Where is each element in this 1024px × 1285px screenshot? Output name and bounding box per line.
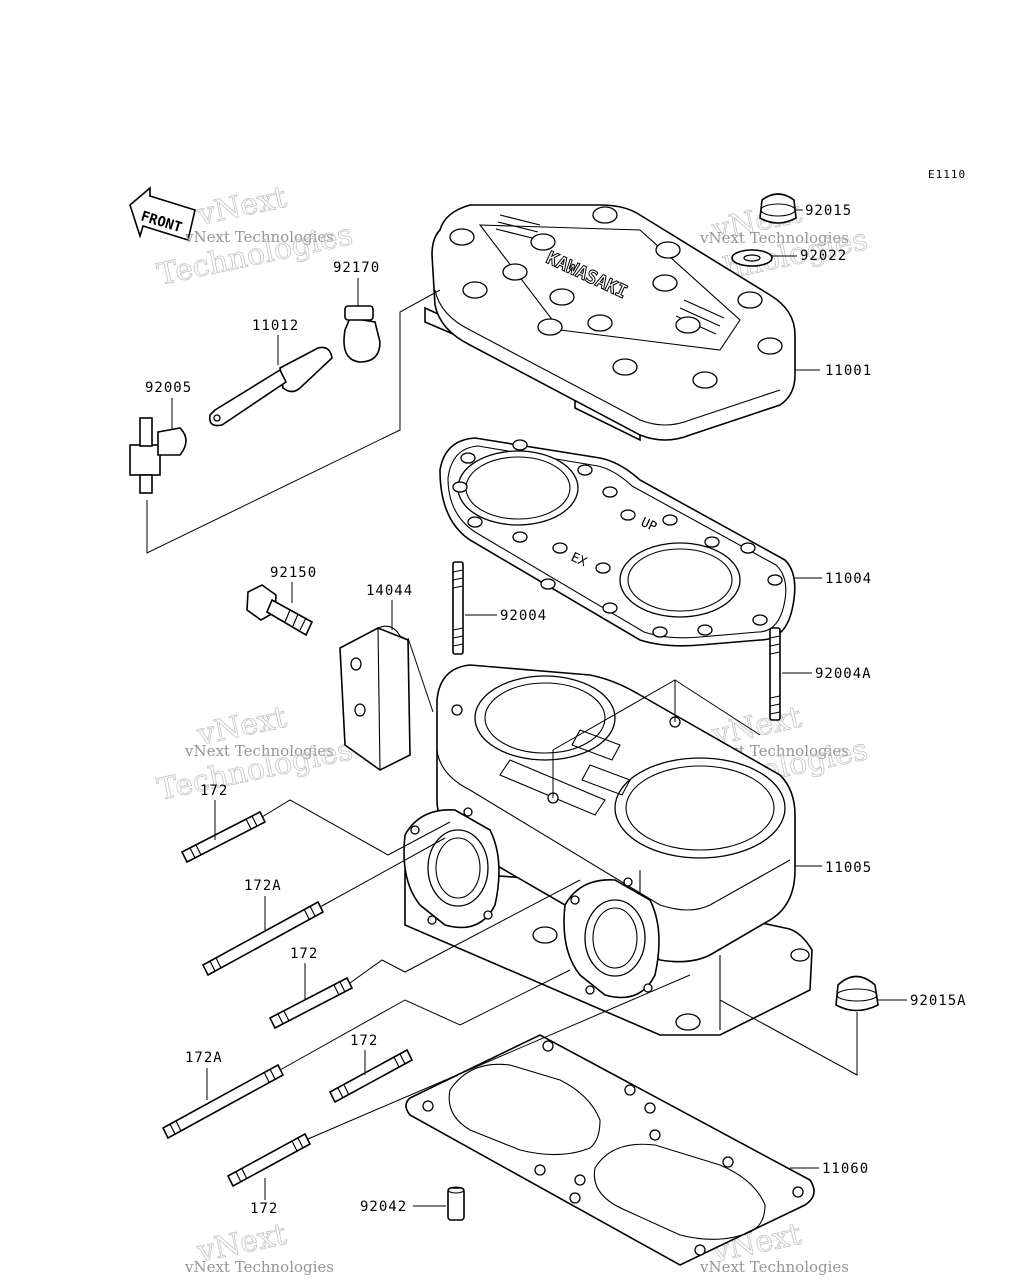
stud-172A-upper bbox=[201, 900, 325, 977]
label-14044: 14044 bbox=[366, 583, 413, 599]
watermark-text-8: vNext Technologies bbox=[184, 742, 334, 760]
label-92004A: 92004A bbox=[815, 666, 872, 682]
watermark-text-1: vNext bbox=[193, 180, 289, 233]
label-172-bottom: 172 bbox=[250, 1201, 278, 1217]
head-gasket: UP EX bbox=[439, 437, 796, 647]
stud-172-upper bbox=[180, 810, 267, 864]
label-92170: 92170 bbox=[333, 260, 380, 276]
cover-bolt-holes bbox=[449, 206, 783, 389]
gasket-bolt-holes bbox=[452, 439, 783, 638]
dowel-92042 bbox=[447, 1186, 465, 1221]
bolt-92150 bbox=[246, 584, 314, 637]
label-92015A: 92015A bbox=[910, 993, 967, 1009]
exhaust-port-rear bbox=[563, 877, 660, 999]
stud-92004 bbox=[452, 561, 464, 655]
label-172-middle: 172 bbox=[290, 946, 318, 962]
cap-nut-92015A bbox=[835, 975, 879, 1012]
label-92015: 92015 bbox=[805, 203, 852, 219]
reference-code: E1110 bbox=[928, 168, 966, 181]
label-11005: 11005 bbox=[825, 860, 872, 876]
cylinder-head-cover: KAWASAKI bbox=[424, 204, 796, 442]
clamp-92170 bbox=[343, 305, 381, 363]
label-172A-lower: 172A bbox=[185, 1050, 223, 1066]
stud-172A-lower bbox=[161, 1063, 285, 1140]
label-172-upper: 172 bbox=[200, 783, 228, 799]
watermark-bottom-left: vNext vNext Technologies bbox=[184, 1216, 334, 1276]
label-92004: 92004 bbox=[500, 608, 547, 624]
watermark-mid-left: vNext vNext Technologies Technologies bbox=[154, 699, 356, 808]
label-92022: 92022 bbox=[800, 248, 847, 264]
base-gasket bbox=[405, 1034, 815, 1266]
cap-nut-92015 bbox=[759, 193, 797, 224]
label-11012: 11012 bbox=[252, 318, 299, 334]
label-11001: 11001 bbox=[825, 363, 872, 379]
stud-172-middle bbox=[268, 976, 354, 1030]
label-11060: 11060 bbox=[822, 1161, 869, 1177]
watermark-text-16: vNext Technologies bbox=[699, 1258, 849, 1276]
watermark-text-2: vNext Technologies bbox=[184, 228, 334, 246]
washer-92022 bbox=[731, 249, 773, 267]
watermark-text-5: vNext Technologies bbox=[699, 229, 849, 247]
exhaust-port-front bbox=[403, 807, 500, 929]
label-92042: 92042 bbox=[360, 1199, 407, 1215]
watermark-top-left: vNext vNext Technologies Technologies bbox=[154, 179, 356, 293]
label-92005: 92005 bbox=[145, 380, 192, 396]
stud-172-lower-right bbox=[328, 1048, 414, 1104]
stud-172-bottom bbox=[226, 1132, 312, 1188]
base-gasket-holes bbox=[422, 1040, 804, 1256]
stud-92004A bbox=[769, 627, 781, 721]
gasket-mark-ex: EX bbox=[568, 550, 589, 570]
label-92150: 92150 bbox=[270, 565, 317, 581]
label-172-lower-right: 172 bbox=[350, 1033, 378, 1049]
fitting-92005 bbox=[129, 417, 187, 494]
gasket-mark-up: UP bbox=[638, 515, 659, 535]
label-11004: 11004 bbox=[825, 571, 872, 587]
label-172A-upper: 172A bbox=[244, 878, 282, 894]
bracket-14044 bbox=[339, 625, 411, 771]
watermark-text-14: vNext Technologies bbox=[184, 1258, 334, 1276]
sensor-11012 bbox=[208, 346, 333, 427]
